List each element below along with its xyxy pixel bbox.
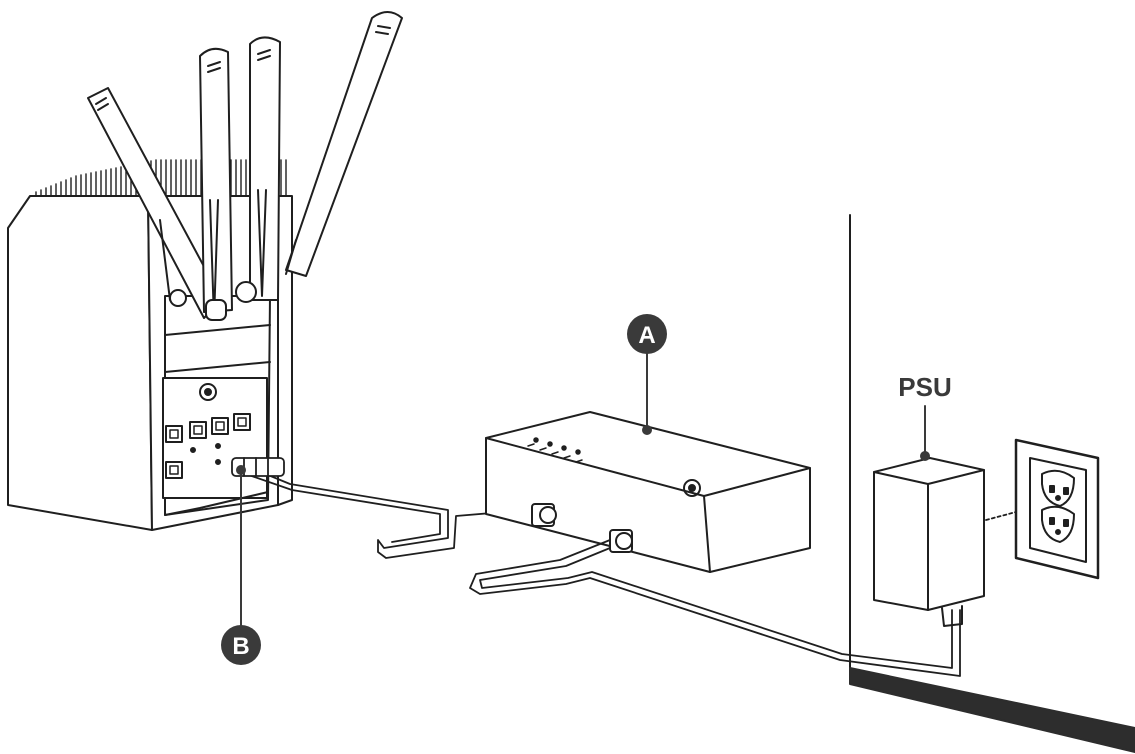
antenna-center-right: [235, 36, 281, 303]
injector-leds: [527, 437, 583, 463]
callout-a-leader: [642, 353, 652, 435]
psu-label: PSU: [898, 372, 951, 402]
ethernet-cable-router-to-injector: [231, 457, 529, 559]
poe-injector: [485, 411, 811, 573]
antenna-center-left: [199, 47, 233, 321]
outlet-receptacle-bottom: [1041, 505, 1075, 543]
callout-b-leader: [236, 465, 246, 629]
antenna-right: [285, 11, 403, 277]
wall-outlet: [1014, 438, 1100, 580]
reset-button: [199, 383, 217, 401]
callout-b: B: [221, 625, 261, 665]
outlet-receptacle-top: [1041, 469, 1075, 507]
power-supply-unit: [873, 457, 985, 627]
ethernet-cable-injector-to-psu: [469, 539, 961, 677]
callout-a-letter: A: [638, 322, 655, 349]
callout-a-badge: [627, 314, 667, 354]
callout-a: A: [627, 314, 667, 354]
callout-b-letter: B: [232, 633, 249, 660]
floor-baseboard: [849, 667, 1135, 753]
callout-b-badge: [221, 625, 261, 665]
ethernet-ports: [165, 413, 251, 479]
injector-button: [683, 479, 701, 497]
psu-label-leader: [920, 405, 930, 461]
router-side-panel: [7, 195, 153, 531]
